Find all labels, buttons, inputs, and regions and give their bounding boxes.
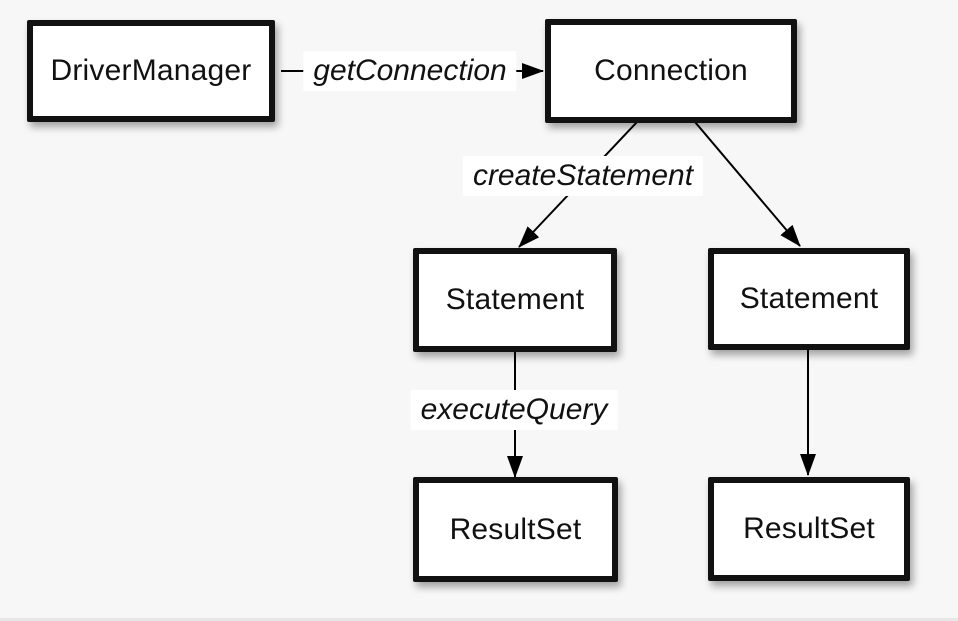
node-resultset-left: ResultSet <box>413 477 618 582</box>
node-statement-right-label: Statement <box>739 282 879 315</box>
edge-label-getconnection: getConnection <box>303 51 517 91</box>
node-resultset-right: ResultSet <box>708 477 910 581</box>
node-resultset-left-label: ResultSet <box>449 512 582 546</box>
node-drivermanager-label: DriverManager <box>50 54 252 87</box>
edge-label-executequery: executeQuery <box>410 390 618 430</box>
node-connection: Connection <box>545 19 797 123</box>
canvas-bottom-edge <box>0 618 958 621</box>
node-connection-label: Connection <box>594 54 748 87</box>
edge-connection-to-statement-right-line <box>694 121 801 247</box>
node-resultset-right-label: ResultSet <box>743 512 875 545</box>
node-drivermanager: DriverManager <box>27 20 275 122</box>
edge-label-createstatement: createStatement <box>462 156 704 196</box>
node-statement-right: Statement <box>708 248 910 350</box>
node-statement-left: Statement <box>413 248 617 352</box>
node-statement-left-label: Statement <box>445 283 585 316</box>
